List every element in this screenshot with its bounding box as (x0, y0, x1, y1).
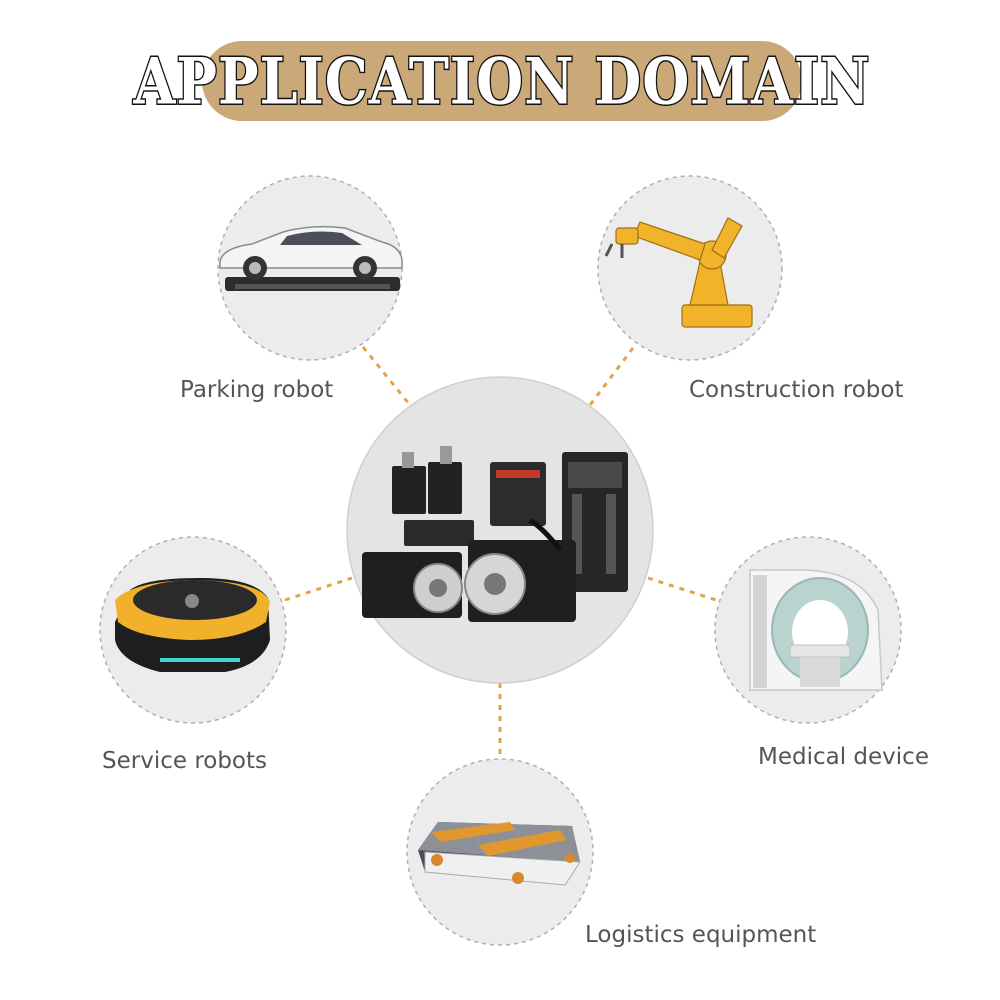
label-construction-robot: Construction robot (689, 377, 904, 403)
title-banner: APPLICATION DOMAIN (132, 41, 871, 121)
connector-parking (361, 346, 412, 406)
service-robot-icon (115, 578, 270, 672)
connector-service (284, 576, 353, 602)
label-service-robots: Service robots (102, 748, 268, 774)
label-medical-device: Medical device (758, 744, 929, 770)
industrial-robot-arm-icon (604, 217, 753, 328)
mri-scanner-icon (749, 569, 883, 691)
servo-motors-and-drivers-icon (362, 446, 628, 622)
logistics-agv-icon (418, 822, 581, 886)
medical-device-node (714, 536, 902, 724)
center-servo-node (346, 376, 654, 684)
construction-robot-node (597, 175, 783, 361)
logistics-equipment-node (406, 758, 594, 946)
label-parking-robot: Parking robot (180, 377, 334, 403)
connector-construction (588, 347, 635, 406)
car-parking-robot-icon (219, 225, 403, 291)
connector-medical (647, 576, 717, 602)
service-robots-node (99, 536, 287, 724)
parking-robot-node (217, 175, 403, 361)
page-title: APPLICATION DOMAIN (132, 42, 871, 120)
label-logistics-equipment: Logistics equipment (585, 922, 817, 948)
